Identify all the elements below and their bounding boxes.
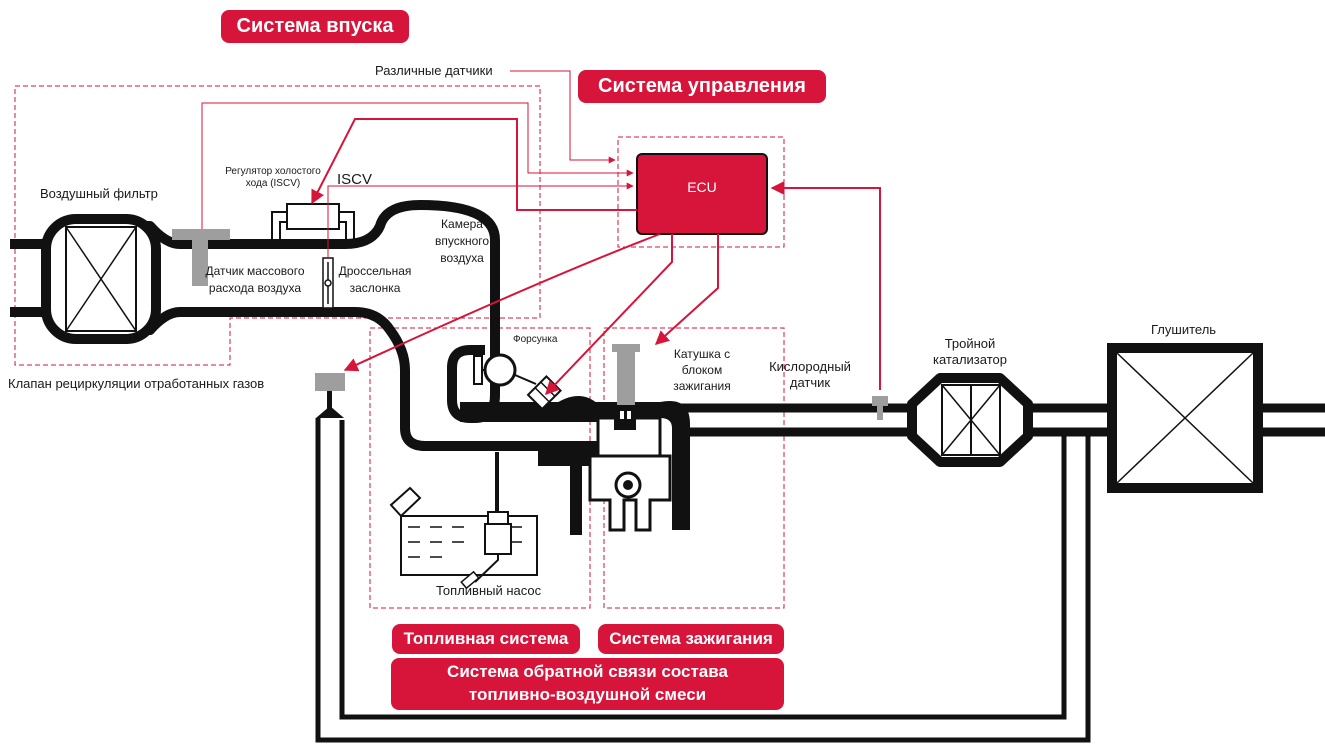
catalyst-icon [907, 373, 1033, 467]
fuel-pump-label: Топливный насос [436, 583, 542, 598]
injector-control-line [545, 234, 673, 396]
coil-line1: Катушка с [673, 347, 731, 361]
intake-pipe-upper [10, 200, 500, 423]
various-sensors-label: Различные датчики [375, 63, 493, 78]
iscv-valve-icon [271, 203, 355, 240]
fuel-pump-icon [460, 511, 512, 590]
iscv-description-label: Регулятор холостого хода (ISCV) [218, 166, 328, 189]
injector-label: Форсунка [513, 334, 558, 345]
throttle-valve-icon [322, 257, 334, 309]
fuel-system-heading: Топливная система [392, 624, 580, 654]
feedback-heading-line2: топливно-воздушной смеси [468, 684, 707, 704]
maf-line1: Датчик массового [205, 264, 305, 278]
egr-valve-icon [315, 373, 345, 418]
iscv-control-line [311, 118, 637, 211]
throttle-valve-label: Дроссельная заслонка [335, 263, 415, 298]
control-system-heading: Система управления [578, 70, 826, 103]
throttle-line1: Дроссельная [338, 264, 412, 278]
maf-line2: расхода воздуха [208, 281, 302, 296]
ignition-coil-label: Катушка с блоком зажигания [658, 346, 746, 395]
oxygen-line1: Кислородный [769, 359, 851, 374]
maf-sensor-label: Датчик массового расхода воздуха [200, 263, 310, 298]
oxygen-sensor-icon [872, 396, 888, 420]
intake-system-zone [14, 85, 541, 366]
intake-chamber-line2: впускного [434, 233, 490, 248]
air-filter-icon [41, 214, 161, 344]
egr-valve-label: Клапан рециркуляции отработанных газов [8, 376, 265, 391]
intake-system-heading: Система впуска [221, 10, 409, 43]
fuel-tank-icon [389, 486, 538, 576]
coil-line2: блоком [681, 363, 723, 378]
ignition-system-heading: Система зажигания [598, 624, 784, 654]
egr-pipe-outer [315, 418, 1091, 743]
ignition-control-line [654, 234, 719, 345]
oxygen-line2: датчик [789, 375, 831, 391]
egr-pipe-inner [339, 420, 1067, 720]
oxygen-signal-line [770, 181, 881, 390]
coil-line3: зажигания [673, 379, 731, 394]
iscv-desc-line1: Регулятор холостого [225, 166, 321, 177]
throttle-line2: заслонка [349, 281, 401, 296]
throttle-signal-line [327, 182, 634, 258]
various-sensors-line [510, 70, 616, 164]
maf-signal-line [201, 102, 634, 229]
muffler-icon [1107, 343, 1263, 493]
catalyst-label: Тройной катализатор [920, 336, 1020, 369]
catalyst-line1: Тройной [944, 336, 996, 351]
intake-chamber-label: Камера впускного воздуха [422, 216, 502, 266]
muffler-label: Глушитель [1151, 322, 1217, 337]
ignition-coil-icon [612, 344, 640, 405]
iscv-label: ISCV [337, 171, 373, 188]
intake-chamber-line3: воздуха [440, 250, 484, 265]
ecu-box [636, 153, 768, 235]
ecu-label: ECU [687, 179, 717, 195]
oxygen-sensor-label: Кислородный датчик [758, 359, 862, 392]
egr-control-line [343, 233, 661, 372]
catalyst-line2: катализатор [933, 352, 1007, 368]
iscv-desc-line2: хода (ISCV) [245, 177, 301, 189]
feedback-heading-line1: Система обратной связи состава [447, 662, 728, 681]
feedback-system-heading: Система обратной связи состава топливно-… [391, 658, 784, 710]
maf-sensor-icon [172, 229, 230, 286]
intake-chamber-line1: Камера [441, 217, 483, 231]
air-filter-label: Воздушный фильтр [40, 186, 158, 201]
